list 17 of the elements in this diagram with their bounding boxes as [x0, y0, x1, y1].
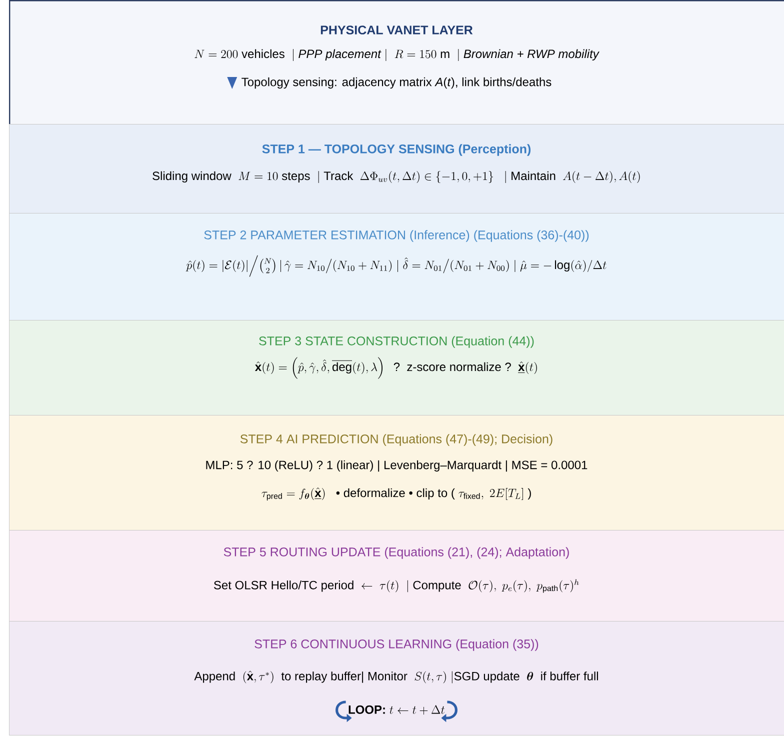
- step-title: STEP 1 — TOPOLOGY SENSING (Perception): [262, 144, 531, 156]
- formula-line: $N=200\ \text{vehicles}\ \ |\ \textit{PPP placement}\ |\ \ R=150\ \mathrm{m}\ \ |\ \textit{Brownian + RWP mobility}$: [194, 49, 600, 61]
- step-title: PHYSICAL VANET LAYER: [320, 26, 473, 34]
- formula-line: $\tau_{\mathrm{pred}}=f_{\boldsymbol{\theta}}(\underline{\hat{\mathbf{x}}})\ \ \text{ • deformalize • clip to (}\ \tau_{\mathrm{fixed}},\ 2E[T_L]\ \text{)}$: [262, 488, 531, 500]
- step-title: STEP 2 PARAMETER ESTIMATION (Inference) (Equations (36)-(40)): [204, 230, 589, 242]
- body-text: MLP: 5 ? 10 (ReLU) ? 1 (linear) | Levenberg–Marquardt | MSE = 0.0001: [206, 460, 588, 472]
- formula-line: $\text{Set OLSR Hello/TC period}\ \leftarrow\ \tau(t)\ \ |\text{ Compute }\ \mathcal{O}(\tau),\ p_e(\tau),\ p_{\mathrm{path}}(\tau)^h$: [214, 579, 579, 593]
- formula-line: $\text{Append }\ (\hat{\mathbf{x}},\tau^{*})\ \text{ to replay buffer| Monitor }\ S(t,\tau)\ |\text{SGD update }\ \boldsymbol{\theta}\ \text{ if buffer full}$: [194, 670, 598, 684]
- formula-line: $\textbf{LOOP:}\ t\leftarrow t+\Delta t$: [348, 705, 445, 715]
- step-title: STEP 4 AI PREDICTION (Equations (47)-(49); Decision): [240, 434, 552, 446]
- step-title: STEP 3 STATE CONSTRUCTION (Equation (44)): [259, 336, 534, 348]
- step-title: STEP 6 CONTINUOUS LEARNING (Equation (35)): [254, 639, 538, 651]
- formula-line: $\hat{\mathbf{x}}(t)=\left(\hat{p},\hat{\gamma},\hat{\delta},\overline{\mathrm{deg}}(t),\lambda\right)\ \text{ ?\ \ z-score normalize ?}\ \ \underline{\hat{\mathbf{x}}}(t)$: [254, 357, 537, 379]
- formula-line: $\text{Sliding window }\ M=10\ \text{steps}\ \ |\text{ Track }\ \Delta\Phi_{uv}(t,\Delta t)\in\{-1,0,+1\}\ \ \ |\text{ Maintain }\ A(t-\Delta t),A(t)$: [152, 171, 640, 184]
- step-title: STEP 5 ROUTING UPDATE (Equations (21), (24); Adaptation): [224, 547, 569, 559]
- body-text: Topology sensing: adjacency matrix A(t), link births/deaths: [242, 77, 552, 89]
- formula-line: $\hat{p}(t)=|\mathcal{E}(t)|\Big/\binom{N}{2}\,|\,\hat{\gamma}=N_{10}\big/(N_{10}+N_{11})\ |\ \hat{\delta}=N_{01}\big/(N_{01}+N_{00})\ |\ \hat{\mu}=-\log(\hat{\alpha})/\Delta t$: [186, 255, 606, 277]
